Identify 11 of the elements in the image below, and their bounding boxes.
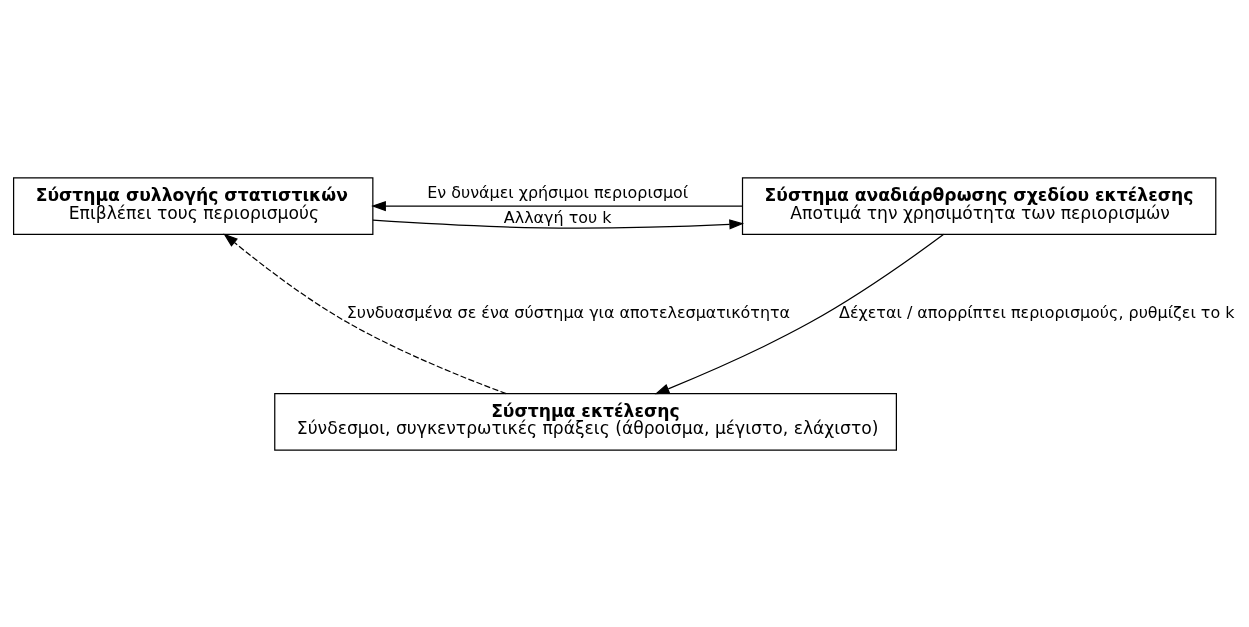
arrow — [371, 200, 743, 211]
arrow — [223, 232, 507, 394]
arrow — [372, 218, 745, 229]
node-box: Σύστημα εκτέλεσης Σύνδεσμοι, συγκεντρωτικές πράξεις (άθροισμα, μέγιστο, ελάχιστο) — [274, 392, 897, 451]
edge-label: Συνδυασμένα σε ένα σύστημα για αποτελεσματικότητα — [346, 302, 791, 322]
edge-label: Δέχεται / απορρίπτει περιορισμούς, ρυθμίζει το k — [839, 302, 1235, 322]
node-box: Σύστημα συλλογής στατιστικών Επιβλέπει τους περιορισμούς — [13, 176, 374, 235]
node-box: Σύστημα αναδιάρθρωσης σχεδίου εκτέλεσης Αποτιμά την χρησιμότητα των περιορισμών — [741, 176, 1217, 235]
edge-label: Εν δυνάμει χρήσιμοι περιορισμοί — [427, 182, 689, 202]
arrow — [654, 233, 945, 394]
edge-label: Αλλαγή του k — [503, 207, 612, 227]
